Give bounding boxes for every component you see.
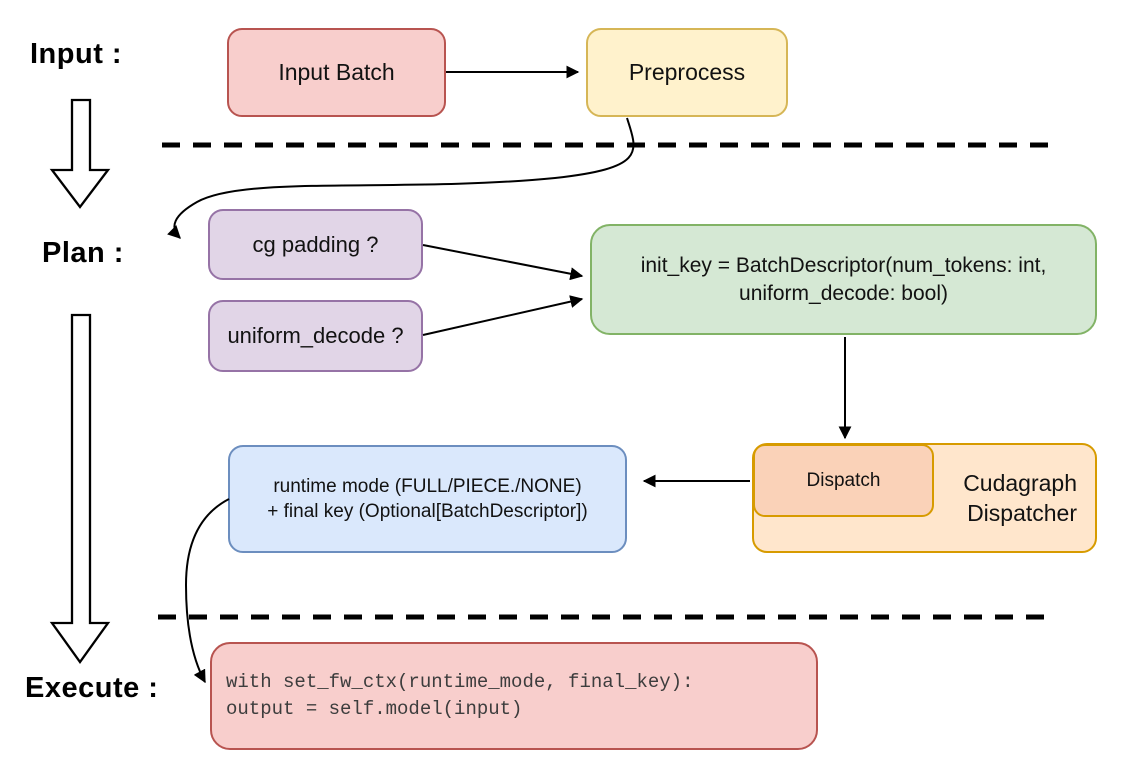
- init-key-line1: init_key = BatchDescriptor(num_tokens: i…: [640, 253, 1047, 277]
- preprocess-label: Preprocess: [628, 59, 746, 86]
- input-section-down-arrow-icon: [49, 98, 111, 209]
- cudagraph-dispatcher-line1: Cudagraph: [963, 469, 1077, 496]
- init-key-node: init_key = BatchDescriptor(num_tokens: i…: [590, 224, 1097, 335]
- input-section-label: Input :: [30, 38, 123, 70]
- init-key-line2: uniform_decode: bool): [739, 281, 948, 305]
- dispatch-node: Dispatch: [753, 444, 934, 517]
- cg-padding-node: cg padding ?: [208, 209, 423, 280]
- runtime-mode-line1: runtime mode (FULL/PIECE./NONE): [273, 475, 582, 497]
- execute-code-line2: output = self.model(input): [226, 698, 523, 720]
- runtime-mode-node: runtime mode (FULL/PIECE./NONE) + final …: [228, 445, 627, 553]
- runtime-mode-line2: + final key (Optional[BatchDescriptor]): [267, 501, 588, 522]
- uniform-decode-node: uniform_decode ?: [208, 300, 423, 372]
- arrow-uniform-decode-to-init-key: [422, 295, 584, 336]
- input-batch-node: Input Batch: [227, 28, 446, 117]
- execute-section-label: Execute :: [25, 672, 159, 704]
- cg-padding-label: cg padding ?: [252, 231, 379, 257]
- arrow-cg-padding-to-init-key: [422, 244, 584, 281]
- input-batch-label: Input Batch: [278, 59, 395, 86]
- uniform-decode-label: uniform_decode ?: [227, 323, 404, 349]
- execute-code-line1: with set_fw_ctx(runtime_mode, final_key)…: [226, 671, 694, 694]
- preprocess-node: Preprocess: [586, 28, 788, 117]
- cudagraph-dispatcher-line2: Dispatcher: [967, 500, 1077, 526]
- plan-section-label: Plan :: [42, 237, 124, 269]
- execute-code-node: with set_fw_ctx(runtime_mode, final_key)…: [210, 642, 818, 750]
- plan-section-down-arrow-icon: [49, 313, 111, 664]
- dispatch-label: Dispatch: [806, 469, 881, 491]
